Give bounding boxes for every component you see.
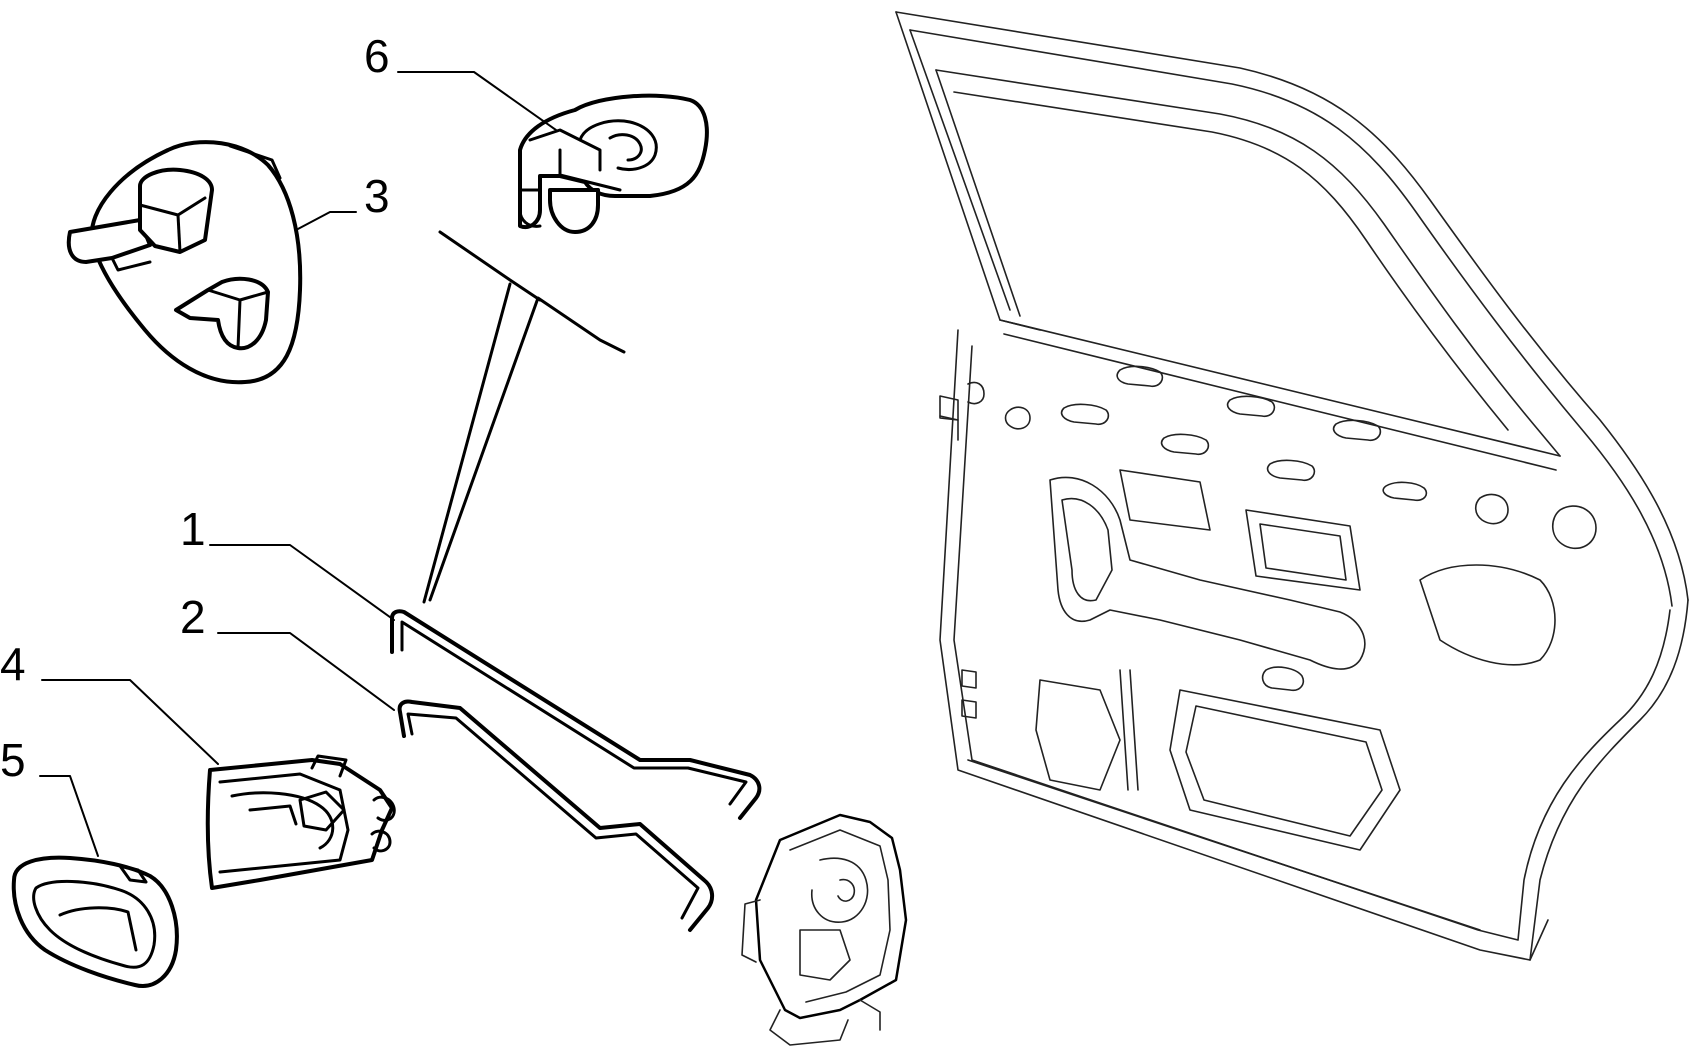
rear-door-frame <box>895 11 1689 961</box>
part-6-clip <box>518 93 709 234</box>
leader-6 <box>397 71 557 131</box>
callout-3: 3 <box>364 170 390 222</box>
callout-labels: 6 3 1 2 4 5 <box>0 30 390 786</box>
leader-4 <box>41 679 219 765</box>
callout-leaders <box>39 71 557 857</box>
leader-3 <box>295 211 357 231</box>
door-lock-mechanism <box>741 813 908 1046</box>
part-4-inner-handle <box>205 754 396 890</box>
callout-1: 1 <box>180 503 206 555</box>
part-2-rod <box>397 699 715 932</box>
callout-2: 2 <box>180 591 206 643</box>
callout-6: 6 <box>364 30 390 82</box>
part-1-rod <box>390 609 762 820</box>
callout-4: 4 <box>0 638 26 690</box>
leader-2 <box>217 632 395 711</box>
callout-5: 5 <box>0 734 26 786</box>
part-5-handle-bezel <box>11 855 179 988</box>
part-3-cable-support <box>66 140 303 385</box>
thin-rod <box>422 230 626 604</box>
leader-1 <box>209 544 395 621</box>
leader-5 <box>39 775 99 857</box>
